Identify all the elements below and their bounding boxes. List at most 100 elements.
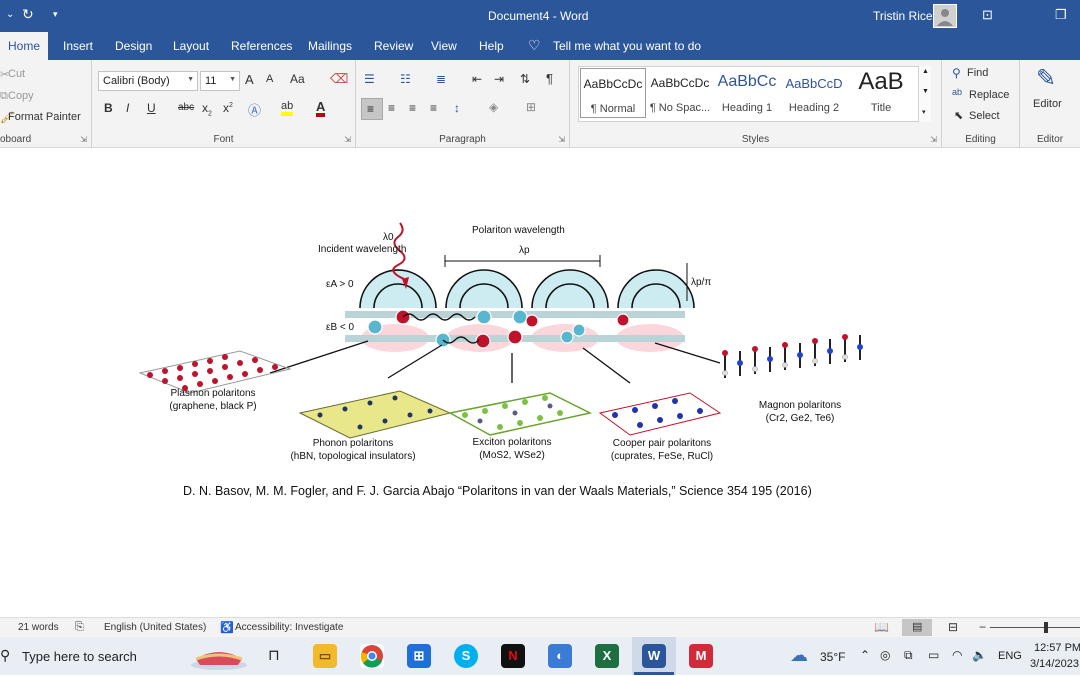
file-explorer-icon[interactable]: ▭ (313, 644, 337, 668)
skype-icon[interactable]: S (454, 644, 478, 668)
weather-cloud-icon[interactable]: ☁ (790, 645, 808, 665)
chevron-down-icon[interactable]: ▼ (922, 88, 929, 95)
style-heading-1[interactable]: AaBbCc Heading 1 (714, 68, 780, 118)
figure-caption[interactable]: D. N. Basov, M. M. Fogler, and F. J. Gar… (183, 484, 812, 498)
pie-search-highlight-icon[interactable] (188, 641, 250, 671)
align-left-button[interactable]: ≡ (361, 98, 383, 120)
volume-icon[interactable]: 🔈 (972, 648, 987, 662)
clock-date[interactable]: 3/14/2023 (1030, 658, 1079, 670)
customize-qat-icon[interactable]: ▾ (53, 9, 58, 19)
taskbar-search[interactable]: Type here to search (22, 649, 137, 664)
edge-icon[interactable]: ◐ (548, 644, 572, 668)
grow-font-button[interactable]: A (245, 72, 254, 87)
change-case-button[interactable]: Aa (290, 72, 305, 86)
bullets-icon[interactable]: ☰ (364, 72, 375, 86)
battery-icon[interactable]: ▭ (928, 648, 940, 662)
tab-help[interactable]: Help (479, 39, 504, 53)
avatar[interactable] (933, 4, 957, 28)
bold-button[interactable]: B (104, 101, 113, 115)
tab-insert[interactable]: Insert (63, 39, 94, 53)
netflix-icon[interactable]: N (501, 644, 525, 668)
font-name-combo[interactable]: Calibri (Body)▼ (98, 71, 198, 91)
ribbon-display-icon[interactable]: ⊡ (982, 7, 993, 22)
input-language[interactable]: ENG (998, 650, 1022, 662)
editor-pen-icon[interactable]: ✎ (1036, 65, 1057, 92)
read-mode-icon[interactable]: 📖 (874, 620, 889, 634)
user-name[interactable]: Tristin Rice (873, 9, 933, 23)
italic-button[interactable]: I (126, 101, 130, 115)
task-view-icon[interactable]: ⊓ (268, 647, 280, 664)
chevron-up-icon[interactable]: ▲ (922, 68, 929, 75)
superscript-button[interactable]: x2 (223, 101, 233, 115)
styles-scroll[interactable]: ▲ ▼ ▾ (918, 66, 931, 122)
zoom-slider-track[interactable] (990, 627, 1080, 628)
style-title[interactable]: AaB Title (848, 68, 914, 118)
chrome-icon[interactable] (360, 644, 384, 668)
text-effects-icon[interactable]: Ⓐ (248, 103, 262, 118)
sort-icon[interactable]: ⇅ (520, 72, 531, 86)
styles-launcher-icon[interactable]: ⇲ (930, 135, 937, 144)
shrink-font-button[interactable]: A (266, 73, 274, 85)
wifi-icon[interactable]: ◠ (952, 648, 963, 662)
redo-icon[interactable]: ↻ (22, 6, 34, 22)
shading-icon[interactable]: ◈ (489, 100, 499, 114)
style-normal[interactable]: AaBbCcDc ¶ Normal (580, 68, 646, 118)
borders-icon[interactable]: ⊞ (526, 100, 537, 114)
tab-references[interactable]: References (231, 39, 293, 53)
align-center-icon[interactable]: ≡ (388, 101, 396, 115)
language-status[interactable]: English (United States) (104, 622, 207, 633)
tray-meet-icon[interactable]: ◎ (880, 648, 891, 662)
tray-display-icon[interactable]: ⧉ (904, 648, 913, 662)
select-button[interactable]: Select (969, 110, 1000, 122)
word-count[interactable]: 21 words (18, 622, 59, 633)
tab-layout[interactable]: Layout (173, 39, 210, 53)
zoom-out-icon[interactable]: − (979, 620, 987, 634)
store-icon[interactable]: ⊞ (407, 644, 431, 668)
numbering-icon[interactable]: ☷ (400, 72, 411, 86)
underline-button[interactable]: U (147, 101, 156, 115)
font-size-combo[interactable]: 11▼ (200, 71, 240, 91)
zoom-slider-thumb[interactable] (1044, 622, 1048, 633)
strikethrough-button[interactable]: abc (178, 102, 195, 113)
tray-chevron-icon[interactable]: ⌃ (860, 648, 871, 662)
restore-window-icon[interactable]: ❐ (1055, 7, 1067, 22)
font-color-icon[interactable]: A (316, 100, 326, 117)
line-spacing-icon[interactable]: ↕ (454, 101, 460, 115)
excel-icon[interactable]: X (595, 644, 619, 668)
weather-temp[interactable]: 35°F (820, 650, 846, 664)
paragraph-launcher-icon[interactable]: ⇲ (558, 135, 565, 144)
tell-me-search[interactable]: Tell me what you want to do (553, 39, 702, 53)
tab-design[interactable]: Design (115, 39, 153, 53)
print-layout-button[interactable]: ▤ (902, 619, 932, 636)
tab-review[interactable]: Review (374, 39, 414, 53)
accessibility-status[interactable]: Accessibility: Investigate (235, 622, 344, 633)
more-styles-icon[interactable]: ▾ (922, 109, 926, 116)
tab-home[interactable]: Home (0, 32, 49, 60)
clock-time[interactable]: 12:57 PM (1034, 642, 1080, 654)
proofing-icon[interactable]: ⎘ (75, 621, 84, 633)
align-right-icon[interactable]: ≡ (409, 101, 417, 115)
show-formatting-button[interactable]: ¶ (546, 71, 553, 86)
tab-view[interactable]: View (431, 39, 457, 53)
subscript-button[interactable]: x2 (202, 101, 212, 118)
clear-formatting-icon[interactable]: ⌫ (330, 71, 349, 86)
replace-button[interactable]: Replace (969, 89, 1010, 101)
document-page[interactable]: λ0 Incident wavelength Polariton wavelen… (0, 148, 1080, 602)
clipboard-launcher-icon[interactable]: ⇲ (80, 135, 87, 144)
cut-button[interactable]: Cut (8, 68, 26, 80)
tab-mailings[interactable]: Mailings (308, 39, 353, 53)
multilevel-list-icon[interactable]: ≣ (436, 72, 447, 86)
web-layout-icon[interactable]: ⊟ (948, 620, 959, 634)
editor-button[interactable]: Editor (1033, 98, 1062, 110)
search-icon[interactable]: ⚲ (0, 647, 11, 663)
increase-indent-icon[interactable]: ⇥ (494, 72, 505, 86)
decrease-indent-icon[interactable]: ⇤ (472, 72, 483, 86)
justify-icon[interactable]: ≡ (430, 101, 438, 115)
style-heading-2[interactable]: AaBbCcD Heading 2 (781, 68, 847, 118)
mcafee-icon[interactable]: M (689, 644, 713, 668)
quick-access-chevron-icon[interactable]: ⌄ (6, 9, 15, 20)
copy-button[interactable]: Copy (8, 90, 34, 102)
word-icon[interactable]: W (642, 644, 666, 668)
font-launcher-icon[interactable]: ⇲ (344, 135, 351, 144)
format-painter-button[interactable]: Format Painter (8, 111, 81, 123)
